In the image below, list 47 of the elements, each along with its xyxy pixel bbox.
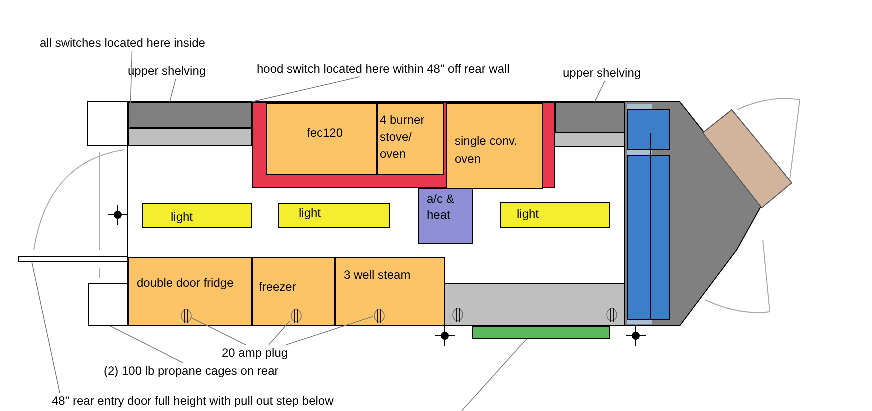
unit-label: 3 well steam: [343, 267, 412, 284]
callout-text: 48" rear entry door full height with pull out step below: [52, 393, 335, 409]
callout-text: hood switch located here within 48" off rear wall: [257, 61, 511, 77]
shelf-edge: [128, 128, 252, 146]
freezer-unit: [252, 257, 335, 326]
unit-label: freezer: [258, 279, 298, 296]
upper-shelf: [555, 102, 625, 133]
callout-text: (2) 100 lb propane cages on rear: [104, 363, 280, 379]
leader-line: [190, 317, 246, 346]
propane-cage: [88, 283, 128, 326]
unit-label: light: [516, 206, 540, 223]
outlet-symbol: [374, 309, 385, 323]
leader-line: [170, 78, 176, 102]
outlet-symbol: [181, 309, 192, 323]
outlet-symbol: [291, 309, 302, 323]
leader-line: [462, 338, 528, 411]
unit-label: light: [298, 205, 322, 222]
steam-table: [335, 257, 445, 326]
hood-outline: [252, 102, 555, 188]
ac-unit: [418, 188, 473, 244]
callout-text: 20 amp plug: [222, 345, 290, 361]
leader-line: [110, 326, 184, 364]
unit-label: fec120: [306, 125, 344, 142]
unit-label: light: [170, 209, 194, 226]
leader-line: [130, 50, 133, 128]
unit-label: double door fridge: [136, 275, 235, 292]
fryer-unit: [266, 103, 377, 175]
callout-text: upper shelving: [563, 65, 642, 81]
step-bar: [472, 326, 610, 339]
light-fixture: [142, 203, 252, 228]
leader-line: [594, 80, 606, 102]
stove-unit: [377, 103, 444, 175]
callout-text: all switches located here inside: [40, 35, 206, 51]
unit-label: 4 burner stove/ oven: [379, 112, 426, 163]
leader-line: [32, 262, 60, 394]
light-fixture: [278, 203, 390, 228]
callout-text: upper shelving: [128, 63, 208, 79]
fridge-unit: [128, 257, 252, 326]
leader-line: [286, 316, 374, 346]
unit-label: single conv. oven: [454, 133, 518, 168]
unit-label: a/c & heat: [426, 191, 456, 223]
oven-unit: [446, 103, 543, 189]
leader-line: [268, 320, 290, 346]
upper-shelf: [128, 102, 252, 128]
leader-line: [252, 76, 360, 102]
rear-door: [18, 256, 128, 262]
light-fixture: [500, 202, 610, 228]
